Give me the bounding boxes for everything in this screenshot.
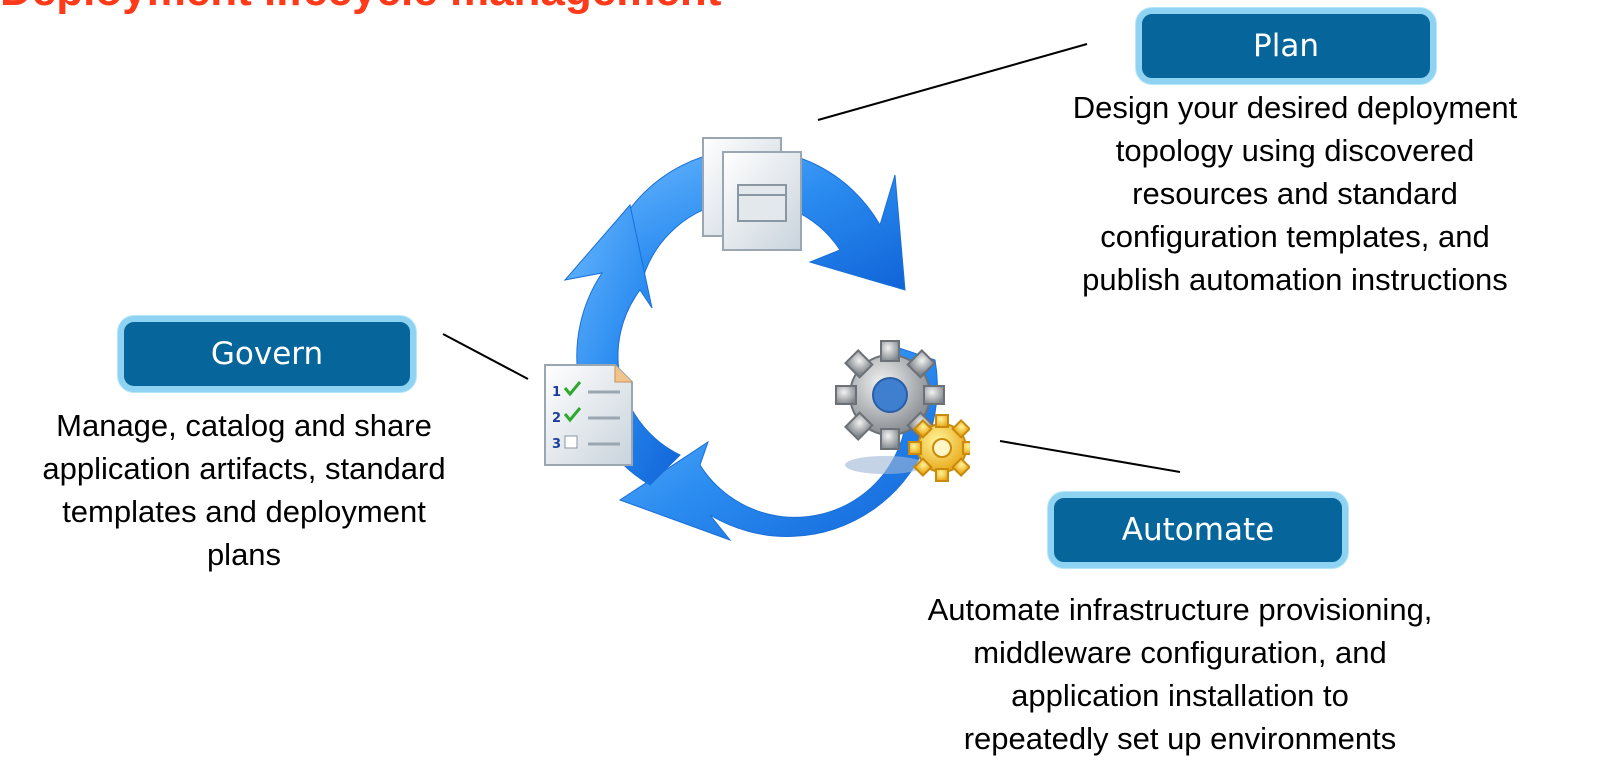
checklist-icon: 1 2 3 xyxy=(544,364,633,466)
govern-description-line: application artifacts, standard xyxy=(42,451,446,486)
govern-label: Govern xyxy=(210,336,324,372)
automate-description-line: repeatedly set up environments xyxy=(963,721,1397,756)
plan-description-line: Design your desired deployment xyxy=(1072,90,1518,125)
documents-stack-icon xyxy=(702,137,802,251)
lifecycle-cycle-diagram: 1 2 3 xyxy=(544,137,970,542)
automate-description-line: middleware configuration, and xyxy=(973,635,1387,670)
plan-description-line: configuration templates, and xyxy=(1100,219,1490,254)
plan-description-line: publish automation instructions xyxy=(1082,262,1508,297)
plan-pill: Plan xyxy=(1136,8,1436,84)
govern-description: Manage, catalog and share application ar… xyxy=(0,404,488,576)
plan-description-line: resources and standard xyxy=(1132,176,1458,211)
page-title: Deployment lifecycle management xyxy=(0,0,900,16)
plan-label: Plan xyxy=(1253,28,1319,64)
svg-text:2: 2 xyxy=(552,411,561,426)
gears-icon xyxy=(835,340,970,482)
automate-pill: Automate xyxy=(1048,492,1348,568)
govern-description-line: plans xyxy=(206,537,282,572)
automate-connector xyxy=(999,440,1181,473)
automate-description-line: application installation to xyxy=(1011,678,1349,713)
govern-description-line: templates and deployment xyxy=(62,494,426,529)
automate-description-line: Automate infrastructure provisioning, xyxy=(927,592,1433,627)
svg-text:3: 3 xyxy=(552,437,561,452)
govern-description-line: Manage, catalog and share xyxy=(56,408,432,443)
automate-label: Automate xyxy=(1121,512,1275,548)
svg-text:1: 1 xyxy=(552,385,561,400)
govern-connector xyxy=(442,333,529,380)
govern-pill: Govern xyxy=(118,316,416,392)
plan-connector xyxy=(817,43,1088,121)
plan-description-line: topology using discovered xyxy=(1115,133,1475,168)
automate-description: Automate infrastructure provisioning, mi… xyxy=(840,588,1520,760)
plan-description: Design your desired deployment topology … xyxy=(1015,86,1575,301)
